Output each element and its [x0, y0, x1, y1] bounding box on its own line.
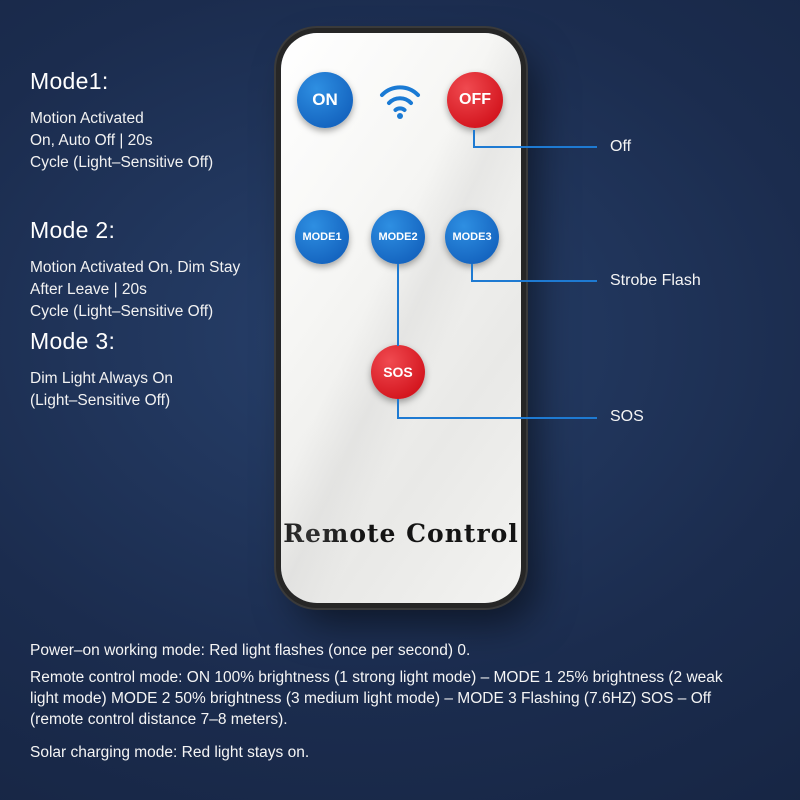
mode2-sos-connector	[397, 264, 399, 346]
sos-connector-horizontal	[397, 417, 597, 419]
mode3-note: Mode 3: Dim Light Always On (Light–Sensi…	[30, 328, 173, 412]
mode2-description: Motion Activated On, Dim Stay After Leav…	[30, 259, 241, 320]
off-button: OFF	[447, 72, 503, 128]
remote-title: Remote Control	[283, 519, 519, 548]
mode1-description: Motion Activated On, Auto Off | 20s Cycl…	[30, 110, 214, 171]
strobe-flash-callout-label: Strobe Flash	[610, 272, 701, 289]
strobe-connector-horizontal	[471, 280, 597, 282]
off-callout-label: Off	[610, 138, 632, 155]
remote-control: ON OFF MODE1 MODE2 MODE3 SOS Remote Cont…	[281, 33, 521, 603]
mode1-heading: Mode1:	[30, 68, 109, 94]
off-connector-vertical	[473, 130, 475, 148]
mode3-heading: Mode 3:	[30, 328, 116, 354]
mode3-button: MODE3	[445, 210, 499, 264]
remote-control-mode-text: Remote control mode: ON 100% brightness …	[30, 669, 723, 728]
on-button: ON	[297, 72, 353, 128]
strobe-connector-vertical	[471, 264, 473, 282]
power-on-mode-text: Power–on working mode: Red light flashes…	[30, 642, 471, 659]
mode2-heading: Mode 2:	[30, 217, 116, 243]
solar-charging-mode-text: Solar charging mode: Red light stays on.	[30, 744, 310, 761]
sos-button: SOS	[371, 345, 425, 399]
mode3-description: Dim Light Always On (Light–Sensitive Off…	[30, 370, 173, 409]
sos-callout-label: SOS	[610, 408, 644, 425]
mode1-note: Mode1: Motion Activated On, Auto Off | 2…	[30, 68, 213, 174]
off-connector-horizontal	[473, 146, 597, 148]
sos-connector-vertical	[397, 399, 399, 419]
wifi-icon	[376, 80, 424, 120]
mode2-note: Mode 2: Motion Activated On, Dim Stay Af…	[30, 217, 240, 323]
mode2-button: MODE2	[371, 210, 425, 264]
mode1-button: MODE1	[295, 210, 349, 264]
